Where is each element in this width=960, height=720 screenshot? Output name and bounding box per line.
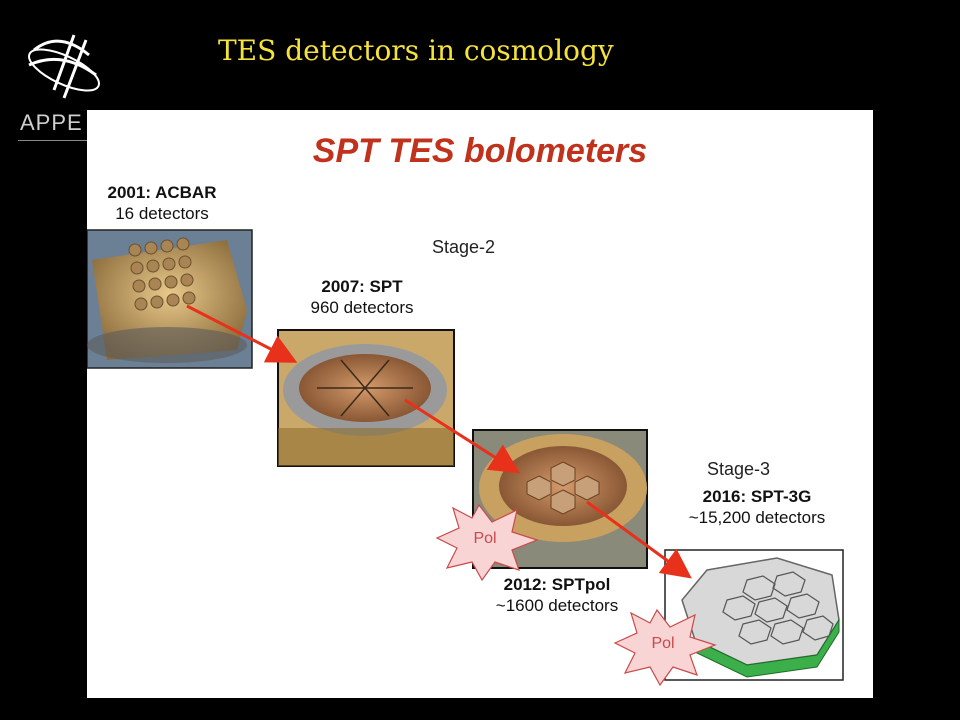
panel-title: SPT TES bolometers <box>312 132 648 170</box>
acbar-name: 2001: ACBAR <box>107 183 217 202</box>
stage2-label: Stage-2 <box>432 237 496 257</box>
spt3g-name: 2016: SPT-3G <box>702 487 812 506</box>
stage3-label: Stage-3 <box>707 459 771 479</box>
sptpol-count: ~1600 detectors <box>495 596 619 615</box>
logo-divider <box>18 140 90 141</box>
spt-name: 2007: SPT <box>321 277 403 296</box>
acbar-label: 2001: ACBAR 16 detectors <box>97 182 227 224</box>
pol-badge-2: Pol <box>613 608 717 687</box>
sptpol-name: 2012: SPTpol <box>503 575 611 594</box>
spt-label: 2007: SPT 960 detectors <box>287 276 437 318</box>
acbar-count: 16 detectors <box>115 204 209 223</box>
figure-panel: SPT TES bolometers 2001: ACBAR 16 detect… <box>87 110 873 698</box>
spt-count: 960 detectors <box>310 298 414 317</box>
appec-logo-icon <box>28 34 100 99</box>
logo-text: APPE <box>20 110 83 135</box>
spt3g-label: 2016: SPT-3G ~15,200 detectors <box>667 486 847 528</box>
acbar-photo <box>87 229 253 369</box>
pol-badge-1: Pol <box>435 503 539 582</box>
slide-title: TES detectors in cosmology <box>218 34 614 67</box>
pol-badge-1-text: Pol <box>473 530 496 547</box>
sptpol-label: 2012: SPTpol ~1600 detectors <box>477 574 637 616</box>
pol-badge-2-text: Pol <box>651 635 674 652</box>
progression-arrows <box>186 304 692 579</box>
spt-photo <box>277 329 455 467</box>
spt3g-count: ~15,200 detectors <box>688 508 826 527</box>
figure-artwork: Pol Pol <box>87 229 844 687</box>
